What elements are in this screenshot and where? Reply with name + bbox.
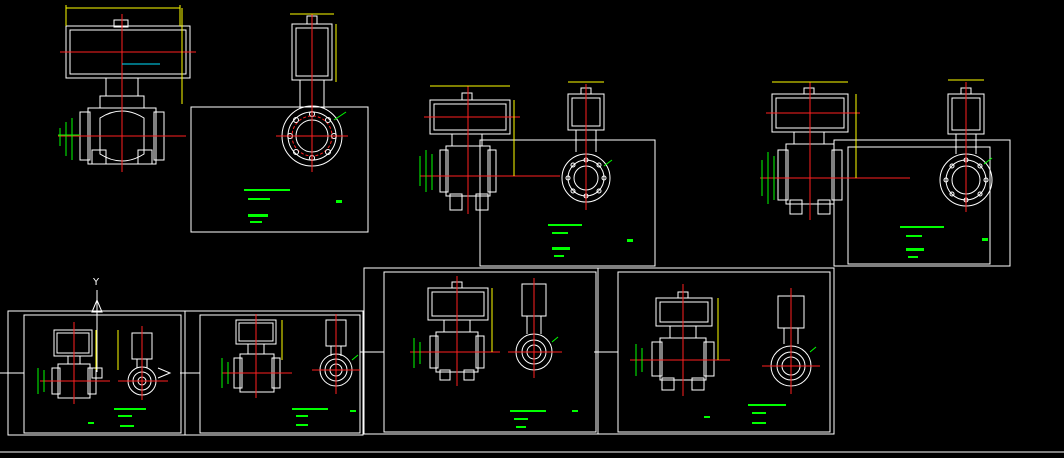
drawing-sheet-1[interactable]	[58, 5, 369, 233]
ucs-axis-icon: Y	[91, 277, 172, 379]
drawing-sheet-5[interactable]	[184, 310, 364, 436]
sheet-frame	[479, 139, 656, 267]
sheet-frame	[597, 267, 835, 435]
valve-front-view[interactable]	[508, 278, 562, 378]
drawing-sheet-3[interactable]	[760, 79, 1011, 267]
valve-front-view[interactable]	[561, 81, 613, 210]
valve-side-view[interactable]	[630, 284, 730, 396]
valve-side-view[interactable]	[410, 276, 500, 386]
spec-note	[548, 224, 633, 257]
sheet-frame	[190, 106, 369, 233]
axis-label: Y	[92, 277, 100, 288]
valve-front-view[interactable]	[762, 288, 820, 394]
valve-side-view[interactable]	[221, 314, 292, 398]
valve-side-view[interactable]	[419, 85, 560, 214]
drawing-sheet-7[interactable]	[597, 267, 835, 435]
sheet-frame	[363, 267, 599, 435]
drawing-sheet-4[interactable]: Y	[7, 277, 186, 436]
drawing-sheet-6[interactable]	[363, 267, 599, 435]
spec-note	[244, 189, 342, 223]
valve-front-view[interactable]	[939, 79, 993, 212]
drawing-sheet-2[interactable]	[419, 81, 656, 267]
spec-note	[510, 410, 578, 428]
sheet-frame	[833, 139, 1011, 267]
valve-side-view[interactable]	[37, 322, 110, 404]
spec-note	[900, 226, 988, 258]
valve-side-view[interactable]	[58, 5, 196, 172]
valve-front-view[interactable]	[117, 326, 168, 400]
spec-note	[704, 404, 786, 424]
valve-front-view[interactable]	[312, 314, 360, 394]
valve-front-view[interactable]	[276, 13, 348, 172]
spec-note	[292, 408, 356, 426]
valve-side-view[interactable]	[760, 81, 910, 220]
spec-note	[88, 408, 146, 427]
